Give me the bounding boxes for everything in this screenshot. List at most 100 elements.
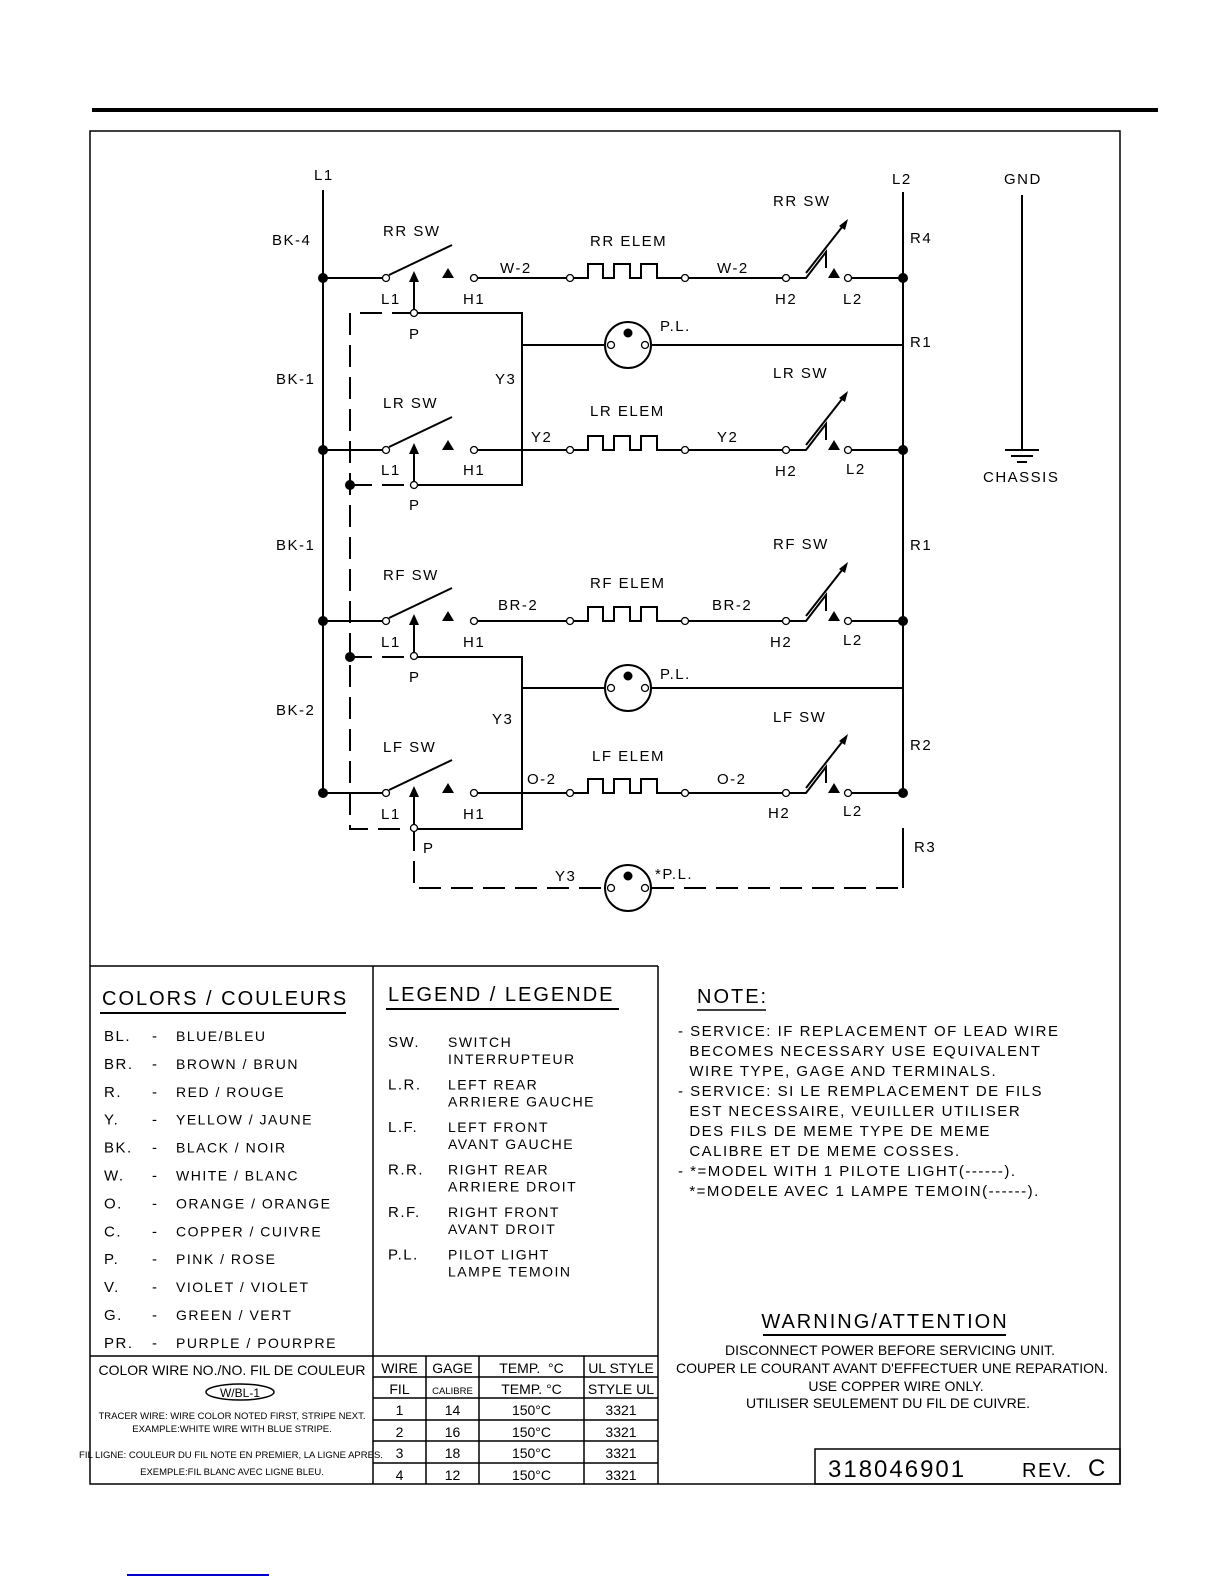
color-code: BK. [104,1140,133,1157]
bus-right-label: R2 [910,737,932,754]
terminal-label: P [423,840,435,857]
thermostat-arrow [805,736,847,789]
table-header-cell: TEMP. °C [499,1360,563,1376]
note-panel: NOTE: - SERVICE: IF REPLACEMENT OF LEAD … [678,986,1058,1200]
color-code: Y. [104,1112,119,1129]
note-line: *=MODELE AVEC 1 LAMPE TEMOIN(------). [678,1183,1040,1200]
color-name: PURPLE / POURPRE [176,1335,337,1351]
color-code: W. [104,1168,125,1185]
y3-label: Y3 [495,371,516,388]
thermostat-label: LR SW [773,365,828,382]
table-cell: 16 [445,1424,461,1440]
legend-en: LEFT REAR [448,1077,538,1093]
table-cell: 3321 [605,1467,636,1483]
row-lf: LF SW LF ELEM O-2 O-2 LF SW [383,709,825,788]
table-header-cell: WIRE [381,1360,418,1376]
terminal-icon [469,445,479,455]
terminal-icon [381,788,391,798]
color-code: R. [104,1084,122,1101]
terminal-labels: L1 H1 H2 L2 P L1 H1 H2 L2 P L1 H1 H2 L2 … [381,291,864,857]
note-line: DES FILS DE MEME TYPE DE MEME [678,1123,991,1140]
terminal-icon [843,616,853,626]
pilot-light-icon [604,864,652,912]
bus-left-label: BK-4 [272,232,311,249]
table-header-cell: CALIBRE [432,1386,473,1397]
color-name: BLACK / NOIR [176,1140,287,1156]
table-cell: 150°C [512,1402,551,1418]
terminal-label: L1 [381,291,401,308]
terminal-icon [409,480,419,490]
color-code: C. [104,1223,122,1240]
bus-left-label: BK-1 [276,537,315,554]
heater-circuit-row [318,219,908,318]
arrowhead-icon [839,391,848,402]
legend-code: SW. [388,1034,420,1051]
wire-label: BR-2 [498,597,538,614]
terminal-icon [680,616,690,626]
table-header-cell: UL STYLE [588,1360,654,1376]
note-line: BECOMES NECESSARY USE EQUIVALENT [678,1043,1042,1060]
terminal-label: L2 [843,632,863,649]
junction-dot [318,788,328,798]
legend-code: L.F. [388,1119,418,1136]
terminal-label: L2 [843,803,863,820]
optional-wire [349,312,414,830]
dash-separator: - [152,1112,159,1129]
bus-right-label: R3 [914,839,936,856]
terminal-label: H1 [463,806,485,823]
terminal-icon [469,788,479,798]
color-code: V. [104,1279,120,1296]
heater-circuit-row [318,734,908,833]
dash-separator: - [152,1168,159,1185]
switch-label: RR SW [383,223,441,240]
table-cell: 150°C [512,1424,551,1440]
terminal-icon [781,445,791,455]
color-name: VIOLET / VIOLET [176,1279,310,1295]
note-line: WIRE TYPE, GAGE AND TERMINALS. [678,1063,997,1080]
dash-separator: - [152,1140,159,1157]
thermostat-label: RF SW [773,536,829,553]
contact-arrow-icon [442,783,454,793]
terminal-label: L1 [381,806,401,823]
legend-fr: ARRIERE GAUCHE [448,1094,595,1110]
rev-value: C [1088,1455,1107,1482]
color-code: BR. [104,1056,134,1073]
terminal-icon [565,445,575,455]
legend-en: RIGHT REAR [448,1162,549,1178]
element-label: RR ELEM [590,233,667,250]
circuit: L1 L2 BK-4 BK-1 BK-1 BK-2 R4 R1 R1 R2 R3… [272,167,1058,912]
table-cell: 150°C [512,1445,551,1461]
junction-dot [898,273,908,283]
contact-arrow-icon [828,268,840,278]
page-link-underline[interactable] [127,1574,269,1576]
switch-label: LR SW [383,395,438,412]
color-wire-example: W/BL-1 [220,1386,260,1400]
terminal-label: P [409,497,421,514]
color-wire-line: TRACER WIRE: WIRE COLOR NOTED FIRST, STR… [98,1411,365,1422]
terminal-icon [565,788,575,798]
pilot-light-label: P.L. [660,666,691,683]
contact-arrow-icon [828,611,840,621]
terminal-label: H2 [768,805,790,822]
color-name: BLUE/BLEU [176,1028,267,1044]
color-name: ORANGE / ORANGE [176,1195,332,1211]
contact-arrow-icon [442,611,454,621]
table-cell: 14 [445,1402,461,1418]
terminal-icon [781,273,791,283]
rev-label: REV. [1022,1460,1073,1482]
terminal-label: L1 [381,462,401,479]
legend-fr: AVANT GAUCHE [448,1136,574,1152]
note-line: CALIBRE ET DE MEME COSSES. [678,1143,961,1160]
terminal-label: L2 [843,291,863,308]
heating-element-icon [573,606,682,622]
thermostat-icon [789,421,827,451]
y3-label: Y3 [555,868,576,885]
color-wire-panel: COLOR WIRE NO./NO. FIL DE COULEUR W/BL-1… [79,1362,383,1478]
wire-label: BR-2 [712,597,752,614]
color-code: G. [104,1307,123,1324]
color-wire-line: EXAMPLE:WHITE WIRE WITH BLUE STRIPE. [132,1424,332,1435]
table-cell: 3321 [605,1424,636,1440]
thermostat-icon [789,592,827,622]
terminal-label: H2 [775,463,797,480]
